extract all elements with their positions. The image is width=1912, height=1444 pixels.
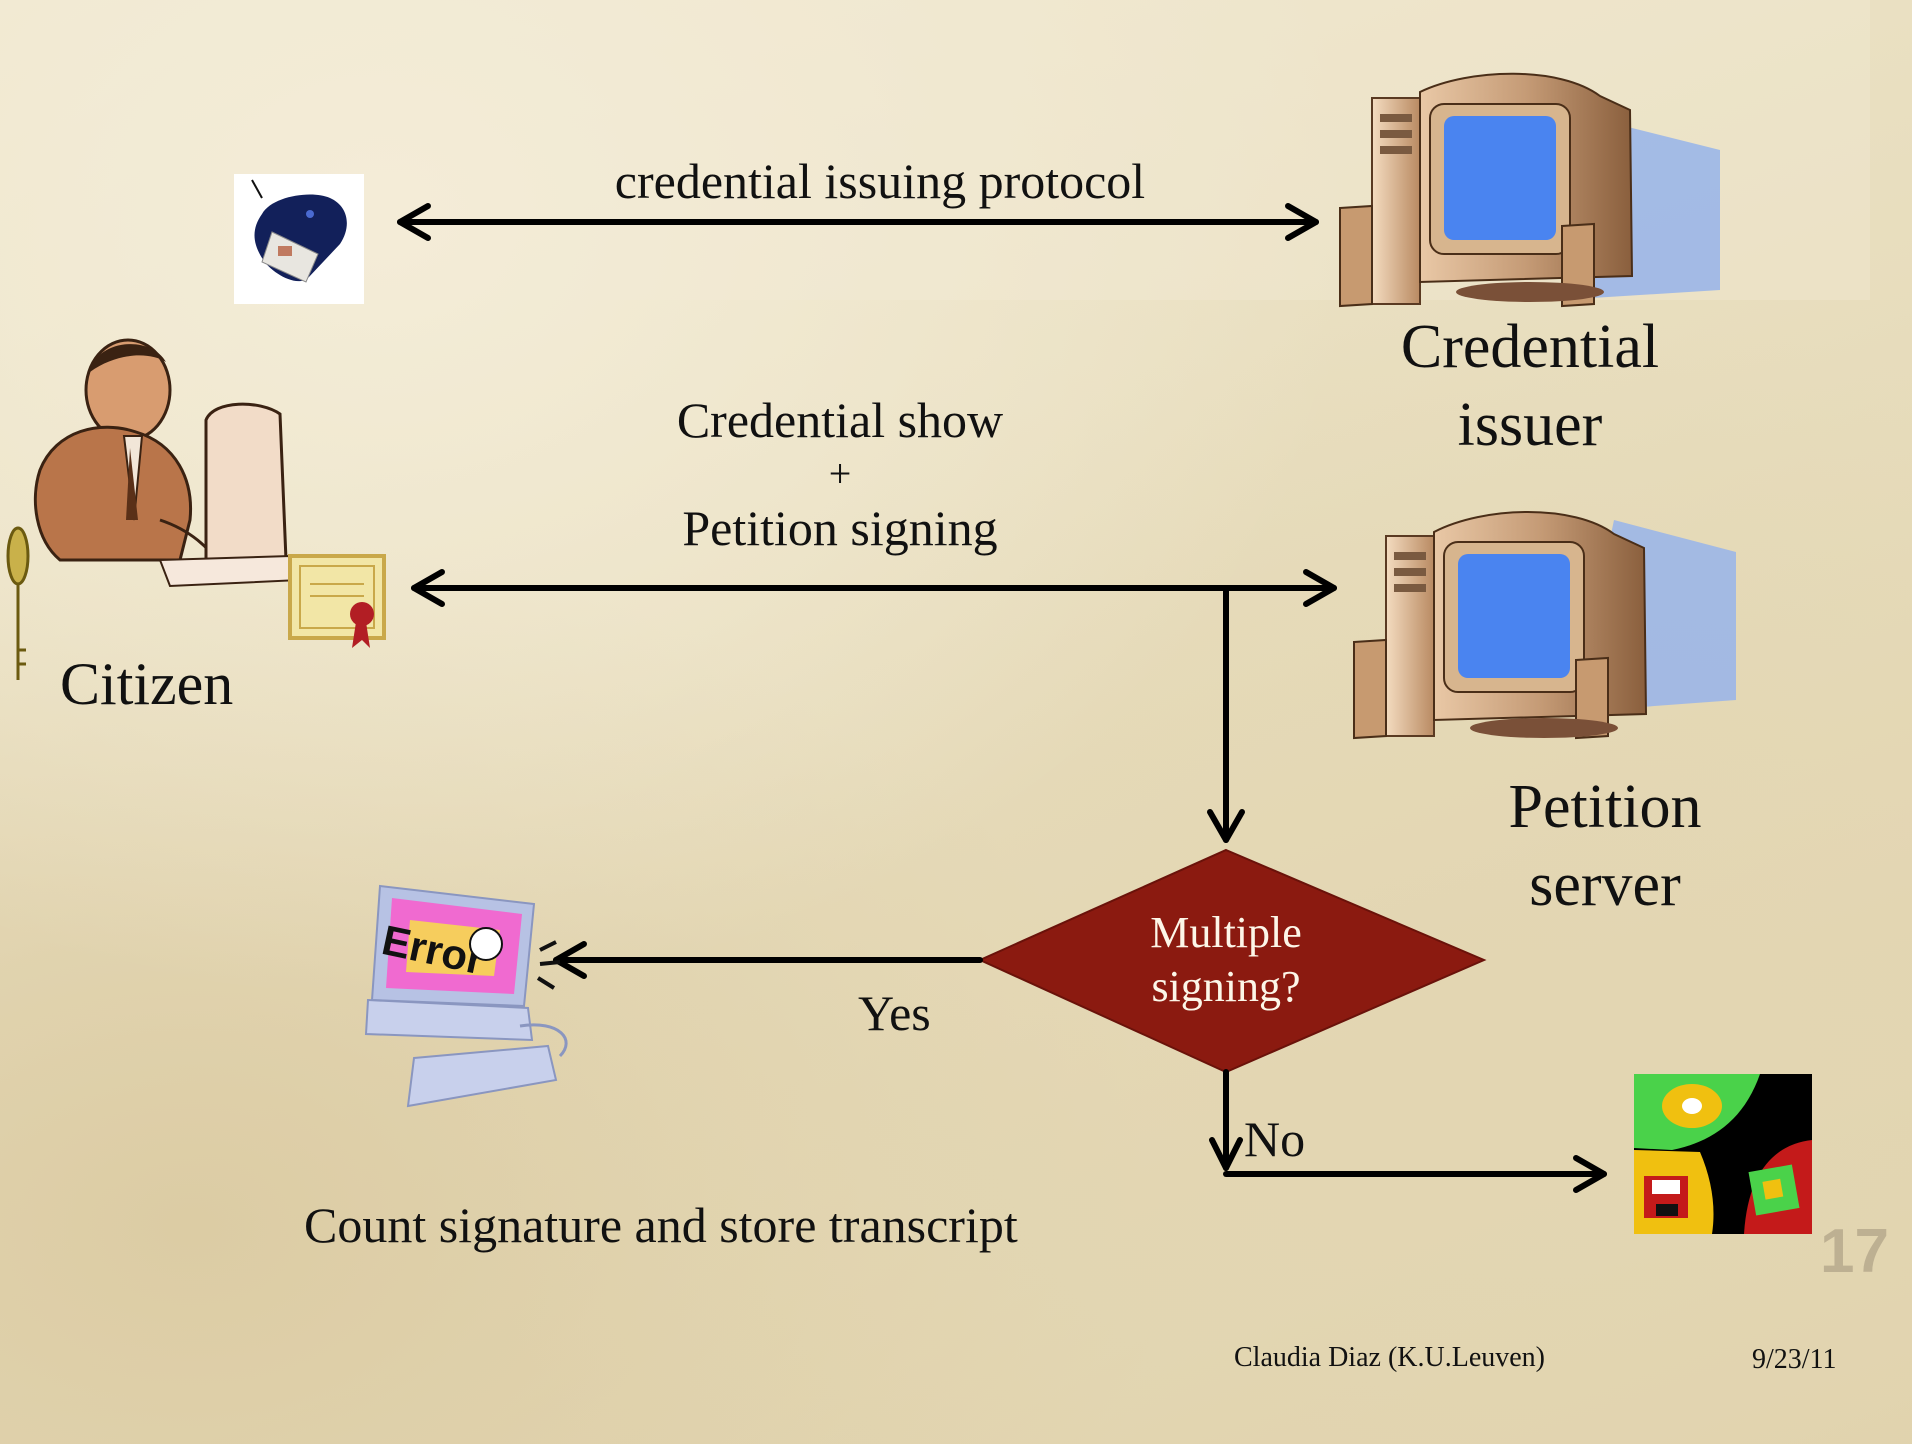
credential-issuer-computer-icon — [1339, 72, 1720, 308]
yes-label: Yes — [858, 985, 931, 1041]
middle-arrow-label-line2: + — [828, 451, 852, 496]
petition-server-line2: server — [1529, 851, 1681, 919]
decision-label: Multiple signing? — [1096, 906, 1356, 1013]
issuing-arrow — [397, 203, 1319, 241]
down-arrow-to-decision — [1207, 585, 1245, 843]
decision-line1: Multiple — [1150, 908, 1302, 957]
petition-server-label: Petition server — [1450, 768, 1760, 924]
citizen-label: Citizen — [60, 651, 234, 717]
bottom-caption: Count signature and store transcript — [304, 1197, 1018, 1253]
show-arrow — [411, 569, 1337, 607]
no-arrow — [1209, 1069, 1607, 1193]
error-computer-icon: Error — [364, 884, 568, 1108]
top-arrow-label: credential issuing protocol — [614, 153, 1146, 209]
footer-author: Claudia Diaz (K.U.Leuven) — [1234, 1342, 1545, 1373]
no-label: No — [1244, 1111, 1306, 1167]
credential-issuer-line1: Credential — [1400, 313, 1660, 381]
middle-arrow-label-line1: Credential show — [676, 392, 1004, 448]
key-icon — [6, 526, 30, 680]
petition-server-computer-icon — [1353, 511, 1736, 740]
petition-server-line1: Petition — [1508, 773, 1702, 841]
footer-date: 9/23/11 — [1752, 1344, 1837, 1375]
certificate-icon — [288, 554, 386, 648]
yes-arrow — [553, 941, 983, 979]
page-number: 17 — [1820, 1217, 1889, 1286]
citizen-icon — [6, 338, 386, 680]
decision-line2: signing? — [1151, 961, 1301, 1011]
card-reader-icon — [234, 174, 364, 304]
storage-icon — [1634, 1074, 1812, 1234]
credential-issuer-line2: issuer — [1457, 391, 1603, 459]
credential-issuer-label: Credential issuer — [1360, 308, 1700, 464]
middle-arrow-label: Credential show + Petition signing — [620, 388, 1060, 560]
middle-arrow-label-line3: Petition signing — [682, 500, 998, 556]
